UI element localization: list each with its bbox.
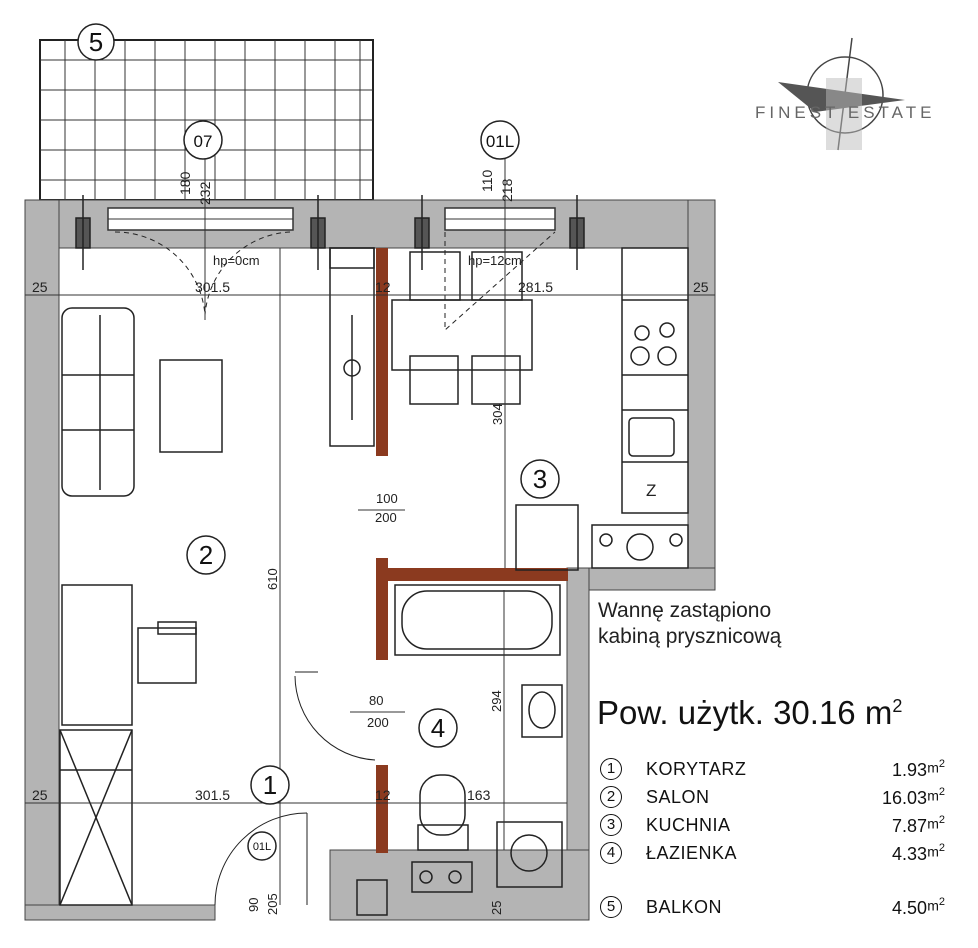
legend-value: 16.03 — [881, 788, 927, 808]
legend-num: 4 — [600, 842, 622, 864]
marker-kitchen: 3 — [533, 464, 547, 494]
legend-unit: m2 — [927, 786, 945, 804]
renovation-note: Wannę zastąpiono kabiną prysznicową — [598, 598, 781, 650]
dim-bottom-left: 301.5 — [195, 787, 230, 803]
door2-height: 200 — [367, 715, 389, 730]
dim-top-right: 281.5 — [518, 279, 553, 295]
dim-bath: 163 — [467, 787, 491, 803]
legend-num: 1 — [600, 758, 622, 780]
window-tag-2: 01L — [486, 132, 514, 151]
legend-num: 5 — [600, 896, 622, 918]
door1-height: 200 — [375, 510, 397, 525]
door-arcs — [214, 671, 376, 906]
door3-a: 90 — [246, 898, 261, 912]
height-kitchen: 304 — [490, 403, 505, 425]
legend-value: 4.50 — [891, 898, 927, 918]
usable-area: Pow. użytk. 30.16 m2 — [597, 694, 902, 732]
hp-window-2: hp=12cm — [468, 253, 522, 268]
marker-hall: 1 — [263, 770, 277, 800]
usable-area-exp: 2 — [892, 696, 903, 716]
dim-12-bottom: 12 — [375, 787, 391, 803]
room-legend: 1 KORYTARZ 1.93 m2 2 SALON 16.03 m2 3 KU… — [600, 756, 945, 922]
window2-a: 110 — [479, 169, 495, 192]
legend-row-korytarz: 1 KORYTARZ 1.93 m2 — [600, 756, 945, 784]
marker-balcony: 5 — [89, 27, 103, 57]
window1-b: 232 — [197, 181, 213, 205]
legend-name: KUCHNIA — [646, 815, 731, 835]
furniture — [59, 247, 689, 916]
window2-b: 218 — [499, 178, 515, 202]
window-tag-1: 07 — [194, 132, 213, 151]
dim-side-left-2: 25 — [32, 787, 48, 803]
dim-side-right: 25 — [693, 279, 709, 295]
legend-row-salon: 2 SALON 16.03 m2 — [600, 784, 945, 812]
legend-value: 7.87 — [891, 816, 927, 836]
legend-unit: m2 — [927, 842, 945, 860]
logo-text: FINEST ESTATE — [755, 103, 936, 122]
door2-width: 80 — [369, 693, 383, 708]
marker-bathroom: 4 — [431, 713, 445, 743]
legend-row-kuchnia: 3 KUCHNIA 7.87 m2 — [600, 812, 945, 840]
legend-num: 3 — [600, 814, 622, 836]
door3-b: 205 — [265, 893, 280, 915]
dim-top-left: 301.5 — [195, 279, 230, 295]
balcony — [39, 39, 374, 201]
legend-name: BALKON — [646, 897, 723, 917]
usable-area-label: Pow. użytk. 30.16 m — [597, 694, 893, 731]
markers — [77, 23, 560, 861]
legend-name: ŁAZIENKA — [646, 843, 738, 863]
fridge-label: Z — [646, 481, 656, 500]
legend-unit: m2 — [927, 814, 945, 832]
legend-num: 2 — [600, 786, 622, 808]
marker-salon: 2 — [199, 540, 213, 570]
door-swings — [114, 231, 556, 332]
hp-window-1: hp=0cm — [213, 253, 260, 268]
legend-row-lazienka: 4 ŁAZIENKA 4.33 m2 — [600, 840, 945, 868]
legend-name: SALON — [646, 787, 710, 807]
vent-markers — [75, 195, 585, 270]
door1-width: 100 — [376, 491, 398, 506]
door-tag: 01L — [253, 841, 271, 853]
dim-12-top: 12 — [375, 279, 391, 295]
window1-a: 180 — [177, 171, 193, 195]
height-bath: 294 — [489, 690, 504, 712]
dim-side-left: 25 — [32, 279, 48, 295]
legend-value: 1.93 — [891, 760, 927, 780]
legend-row-balkon: 5 BALKON 4.50 m2 — [600, 894, 945, 922]
dim-bottom-25: 25 — [489, 901, 504, 915]
note-line-2: kabiną prysznicową — [598, 625, 782, 648]
legend-value: 4.33 — [891, 844, 927, 864]
legend-name: KORYTARZ — [646, 759, 747, 779]
height-left: 610 — [265, 568, 280, 590]
logo-emblem — [778, 37, 905, 151]
note-line-1: Wannę zastąpiono — [598, 599, 772, 622]
partition-walls — [376, 248, 568, 853]
legend-unit: m2 — [927, 896, 945, 914]
legend-unit: m2 — [927, 758, 945, 776]
